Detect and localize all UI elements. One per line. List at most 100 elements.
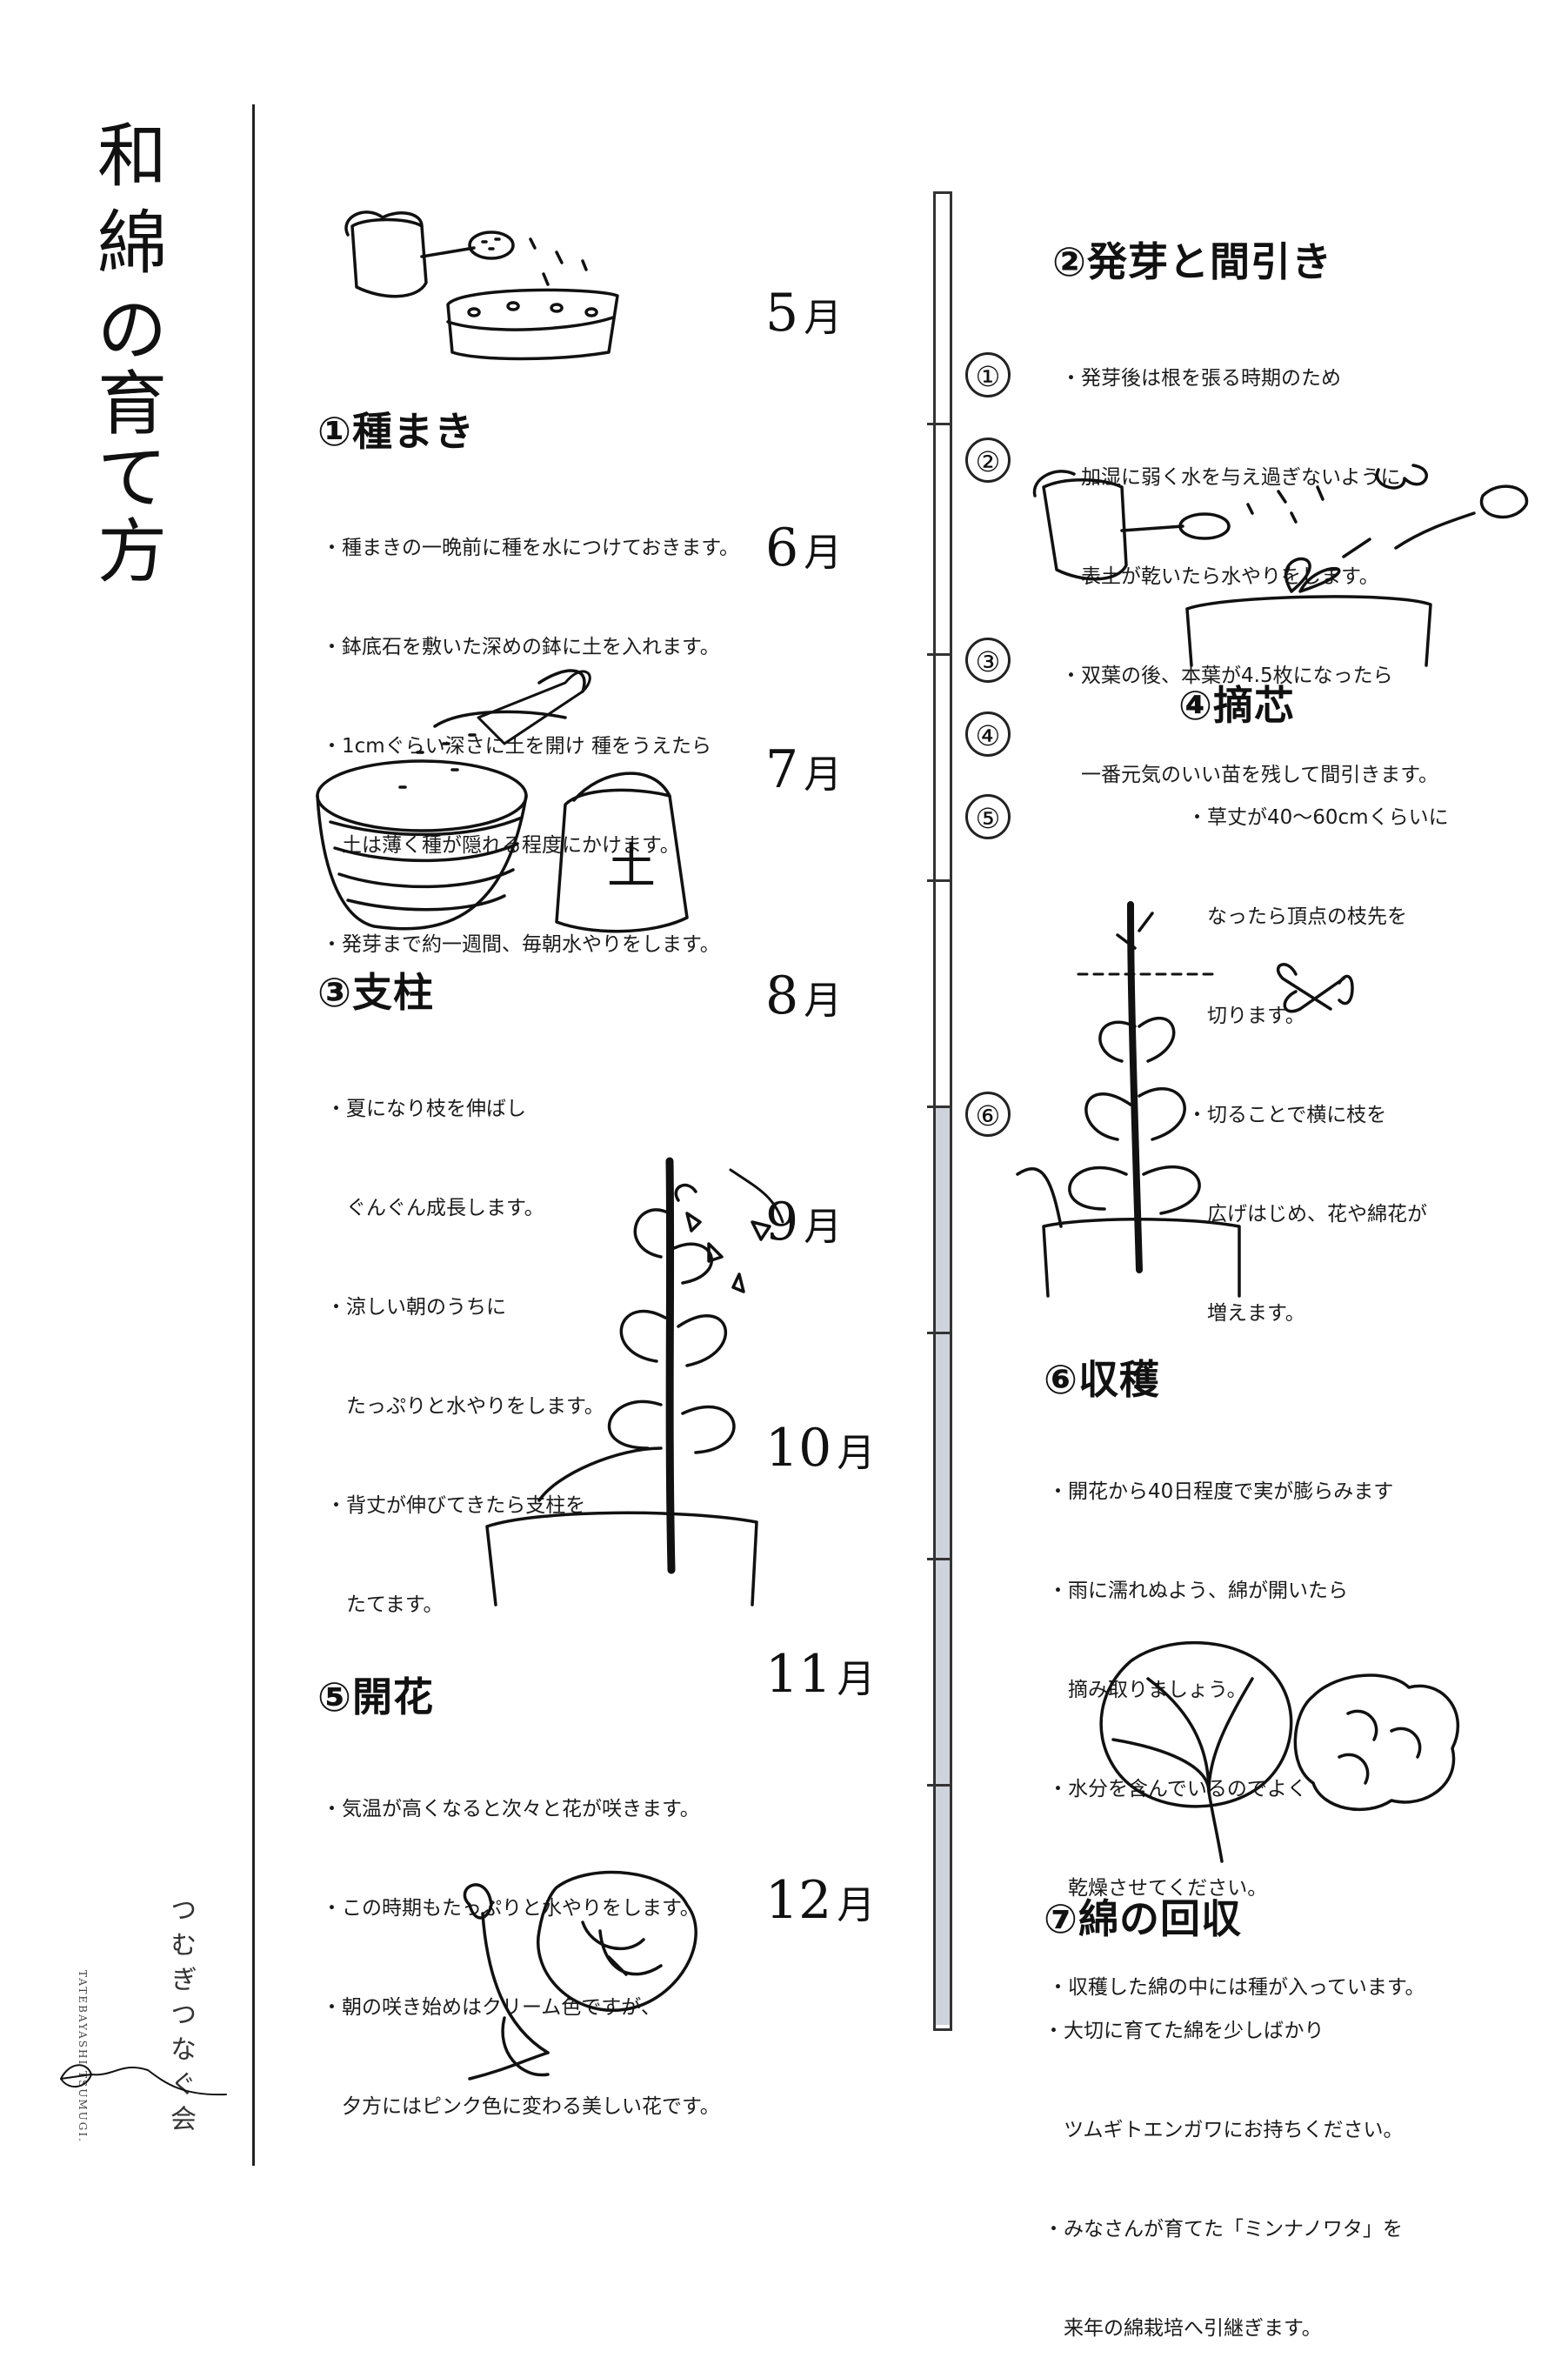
bullet-item: ・朝の咲き始めはクリーム色ですが、 bbox=[322, 1996, 661, 2019]
page-title-char: の bbox=[97, 290, 167, 371]
vertical-divider bbox=[252, 104, 255, 2166]
bullet-item: なったら頂点の枝先を bbox=[1187, 905, 1407, 928]
month-unit: 月 bbox=[837, 1431, 876, 1475]
month-unit: 月 bbox=[804, 979, 843, 1023]
section-heading-flowering: ⑤開花 bbox=[317, 1673, 434, 1720]
leaf-logo-icon bbox=[60, 2064, 227, 2096]
bullet-item: 一番元気のいい苗を残して間引きます。 bbox=[1061, 764, 1439, 786]
bullet-item: ・発芽後は根を張る時期のため bbox=[1061, 367, 1341, 390]
watering-can-icon bbox=[344, 210, 619, 361]
timeline-tick bbox=[927, 653, 950, 656]
month-unit: 月 bbox=[804, 1205, 843, 1249]
bullet-item: 摘み取りましょう。 bbox=[1048, 1679, 1247, 1701]
section-heading-topping: ④摘芯 bbox=[1178, 682, 1295, 729]
section-heading-sowing: ①種まき bbox=[317, 408, 475, 455]
month-number: 8 bbox=[765, 965, 799, 1026]
month-unit: 月 bbox=[837, 1657, 876, 1701]
bullet-item: ・夏になり枝を伸ばし bbox=[326, 1098, 526, 1120]
page-title-char: 方 bbox=[97, 511, 167, 592]
bullet-item: ・双葉の後、本葉が4.5枚になったら bbox=[1061, 665, 1393, 687]
timeline-marker: ① bbox=[965, 352, 1011, 397]
org-name-en-line2: TSUMUGI. bbox=[77, 2071, 89, 2143]
topping-plant-icon bbox=[1016, 901, 1354, 1298]
timeline-marker: ⑤ bbox=[965, 794, 1011, 839]
bullet-item: ・みなさんが育てた「ミンナノワタ」を bbox=[1044, 2218, 1403, 2241]
bullet-item: ・発芽まで約一週間、毎朝水やりをします。 bbox=[322, 933, 720, 956]
org-name-en-line1: TATEBAYASHI bbox=[77, 1970, 89, 2067]
section-heading-stake: ③支柱 bbox=[317, 969, 434, 1016]
bullet-item: ・この時期もたっぷりと水やりをします。 bbox=[322, 1897, 700, 1920]
bullet-item: ツムギトエンガワにお持ちください。 bbox=[1044, 2119, 1404, 2141]
bullet-item: ・開花から40日程度で実が膨らみます bbox=[1048, 1480, 1394, 1503]
timeline-marker: ② bbox=[965, 438, 1011, 483]
section-text-harvest: ・開花から40日程度で実が膨らみます ・雨に濡れぬよう、綿が開いたら 摘み取りま… bbox=[1048, 1409, 1425, 2037]
soil-bag-label: 土 bbox=[607, 838, 656, 895]
month-number: 11 bbox=[765, 1644, 832, 1705]
bullet-item: ・草丈が40〜60cmくらいに bbox=[1187, 806, 1449, 829]
bullet-item: ・1cmぐらい深さに土を開け 種をうえたら bbox=[322, 735, 711, 758]
timeline-tick bbox=[927, 1558, 950, 1560]
bullet-item: ・種まきの一晩前に種を水につけておきます。 bbox=[322, 537, 740, 559]
cotton-boll-icon bbox=[1099, 1640, 1459, 1863]
month-number: 7 bbox=[765, 739, 799, 800]
page-title-char: 綿 bbox=[97, 203, 167, 284]
page-title-char: 育 bbox=[97, 364, 167, 444]
bullet-item: たっぷりと水やりをします。 bbox=[326, 1395, 604, 1418]
bullet-item: 夕方にはピンク色に変わる美しい花です。 bbox=[322, 2095, 720, 2118]
section-text-sowing: ・種まきの一晩前に種を水につけておきます。 ・鉢底石を敷いた深めの鉢に土を入れま… bbox=[322, 465, 739, 994]
bullet-item: 切ります。 bbox=[1187, 1005, 1305, 1027]
bullet-item: 乾燥させてください。 bbox=[1048, 1877, 1268, 1900]
stake-plant-icon bbox=[485, 1157, 784, 1606]
timeline-marker: ⑥ bbox=[965, 1092, 1011, 1137]
month-unit: 月 bbox=[837, 1883, 876, 1927]
section-heading-germination: ②発芽と間引き bbox=[1052, 238, 1332, 285]
org-name-en: TATEBAYASHI TSUMUGI. bbox=[77, 1970, 89, 2143]
timeline-tick bbox=[927, 1784, 950, 1787]
timeline-marker: ④ bbox=[965, 711, 1011, 757]
bullet-item: ・鉢底石を敷いた深めの鉢に土を入れます。 bbox=[322, 636, 720, 658]
timeline-tick bbox=[927, 1332, 950, 1334]
section-text-germination: ・発芽後は根を張る時期のため 加湿に弱く水を与え過ぎないように 表土が乾いたら水… bbox=[1061, 296, 1438, 825]
bullet-item: ・雨に濡れぬよう、綿が開いたら bbox=[1048, 1580, 1348, 1602]
seedling-icon bbox=[1032, 464, 1529, 667]
bullet-item: 加湿に弱く水を与え過ぎないように bbox=[1061, 466, 1401, 489]
section-text-collection: ・大切に育てた綿を少しばかり ツムギトエンガワにお持ちください。 ・みなさんが育… bbox=[1044, 1948, 1404, 2378]
month-number: 12 bbox=[765, 1870, 832, 1931]
bullet-item: ・収穫した綿の中には種が入っています。 bbox=[1048, 1976, 1425, 1999]
bullet-item: ぐんぐん成長します。 bbox=[326, 1197, 544, 1219]
bullet-item: ・気温が高くなると次々と花が咲きます。 bbox=[322, 1798, 700, 1820]
timeline-bar bbox=[927, 191, 952, 2031]
section-text-topping: ・草丈が40〜60cmくらいに なったら頂点の枝先を 切ります。 ・切ることで横… bbox=[1187, 735, 1449, 1363]
section-text-flowering: ・気温が高くなると次々と花が咲きます。 ・この時期もたっぷりと水やりをします。 … bbox=[322, 1727, 720, 2156]
timeline-marker: ③ bbox=[965, 638, 1011, 683]
bullet-item: ・大切に育てた綿を少しばかり bbox=[1044, 2020, 1324, 2042]
month-unit: 月 bbox=[804, 531, 843, 575]
timeline-tick bbox=[927, 423, 950, 425]
month-number: 6 bbox=[765, 518, 799, 578]
month-number: 10 bbox=[765, 1418, 832, 1479]
section-heading-collection: ⑦綿の回収 bbox=[1044, 1895, 1242, 1942]
bullet-item: ・涼しい朝のうちに bbox=[326, 1296, 506, 1319]
month-unit: 月 bbox=[804, 296, 843, 340]
bullet-item: 来年の綿栽培へ引継ぎます。 bbox=[1044, 2317, 1322, 2340]
page-title-char: て bbox=[97, 438, 167, 518]
section-heading-harvest: ⑥収穫 bbox=[1044, 1356, 1160, 1403]
soil-pot-icon: 土 bbox=[316, 669, 689, 933]
bullet-item: ・切ることで横に枝を bbox=[1187, 1104, 1387, 1126]
bullet-item: たてます。 bbox=[326, 1593, 444, 1616]
bullet-item: 広げはじめ、花や綿花が bbox=[1187, 1203, 1427, 1226]
bullet-item: 増えます。 bbox=[1187, 1302, 1305, 1325]
page-title-char: 和 bbox=[97, 116, 167, 197]
timeline-highlight bbox=[936, 1107, 950, 2025]
timeline-tick bbox=[927, 1106, 950, 1108]
org-name: つむぎつなぐ会 bbox=[165, 1896, 196, 2140]
month-number: 5 bbox=[765, 283, 799, 344]
timeline-tick bbox=[927, 879, 950, 882]
cotton-flower-icon bbox=[463, 1870, 697, 2081]
